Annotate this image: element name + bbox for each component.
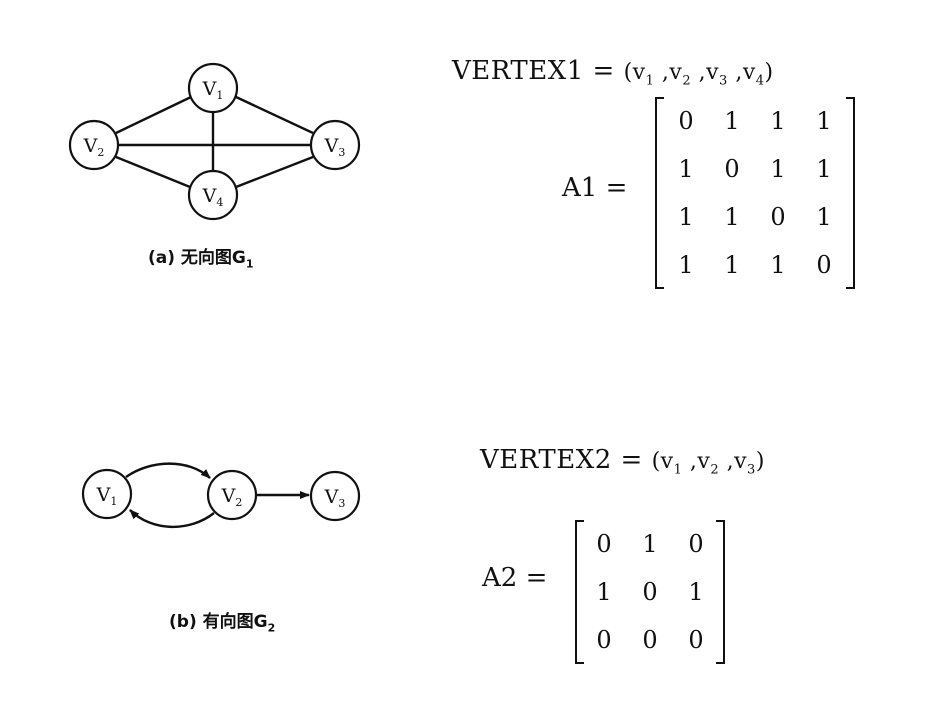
matrix1-cell: 0 bbox=[816, 251, 832, 279]
matrix1-cell: 1 bbox=[678, 251, 694, 279]
caption-g1: (a) 无向图G1 bbox=[148, 248, 254, 271]
matrix2-cell: 0 bbox=[688, 530, 704, 558]
matrix1-row: 1 0 1 1 bbox=[663, 145, 847, 193]
svg-text:V3: V3 bbox=[324, 135, 346, 159]
matrix1-cell: 1 bbox=[724, 203, 740, 231]
svg-text:V3: V3 bbox=[324, 486, 346, 510]
matrix2-cell: 0 bbox=[642, 578, 658, 606]
edge-v1-to-v2 bbox=[125, 462, 211, 479]
graph-g1-node-v3: V3 bbox=[309, 119, 361, 171]
matrix1-cell: 1 bbox=[770, 251, 786, 279]
svg-text:V1: V1 bbox=[202, 78, 224, 102]
matrix1-cell: 1 bbox=[678, 203, 694, 231]
svg-text:V1: V1 bbox=[96, 484, 118, 508]
matrix2-row: 0 0 0 bbox=[581, 616, 719, 664]
matrix2-cell: 0 bbox=[596, 626, 612, 654]
matrix1-cell: 0 bbox=[724, 155, 740, 183]
matrix2-cell: 1 bbox=[688, 578, 704, 606]
edge-v1-v3 bbox=[235, 95, 314, 135]
matrix2-cell: 0 bbox=[642, 626, 658, 654]
matrix1-row: 1 1 0 1 bbox=[663, 193, 847, 241]
svg-text:V4: V4 bbox=[202, 185, 224, 209]
vertex2-eq: = bbox=[620, 445, 643, 475]
vertex1-items: (v1 ,v2 ,v3 ,v4) bbox=[623, 60, 774, 89]
graph-g1-node-v1: V1 bbox=[187, 62, 239, 114]
graph-g1-node-v2: V2 bbox=[68, 119, 120, 171]
graph-g2-node-v3: V3 bbox=[309, 470, 361, 522]
svg-text:V2: V2 bbox=[83, 135, 105, 159]
matrix2-name: A2 = bbox=[482, 563, 548, 593]
edge-v2-to-v1 bbox=[129, 509, 215, 529]
caption-g2: (b) 有向图G2 bbox=[169, 612, 276, 635]
matrix2-cell: 1 bbox=[596, 578, 612, 606]
vertex2-name: VERTEX2 bbox=[480, 445, 612, 475]
graph-g1-edges bbox=[115, 95, 314, 189]
matrix1: 0 1 1 1 1 0 1 1 1 1 0 1 1 1 1 0 bbox=[655, 97, 855, 289]
svg-text:V2: V2 bbox=[221, 485, 243, 509]
matrix1-cell: 1 bbox=[816, 107, 832, 135]
vertex2-line: VERTEX2 = (v1 ,v2 ,v3) bbox=[480, 445, 765, 477]
matrix2-row: 0 1 0 bbox=[581, 520, 719, 568]
vertex1-name: VERTEX1 bbox=[452, 56, 584, 86]
matrix1-cell: 1 bbox=[816, 203, 832, 231]
matrix2-cell: 0 bbox=[596, 530, 612, 558]
matrix1-row: 0 1 1 1 bbox=[663, 97, 847, 145]
matrix1-cell: 1 bbox=[770, 107, 786, 135]
matrix1-cell: 1 bbox=[678, 155, 694, 183]
matrix1-cell: 1 bbox=[724, 107, 740, 135]
matrix2: 0 1 0 1 0 1 0 0 0 bbox=[575, 520, 725, 664]
edge-v2-v4 bbox=[115, 155, 191, 189]
matrix1-cell: 1 bbox=[816, 155, 832, 183]
matrix2-cell: 1 bbox=[642, 530, 658, 558]
graph-g2-node-v2: V2 bbox=[206, 469, 258, 521]
vertex2-items: (v1 ,v2 ,v3) bbox=[651, 449, 765, 478]
matrix1-cell: 1 bbox=[770, 155, 786, 183]
matrix1-cell: 0 bbox=[678, 107, 694, 135]
matrix1-cell: 1 bbox=[724, 251, 740, 279]
edge-v1-v2 bbox=[115, 95, 192, 135]
graph-g1-node-v4: V4 bbox=[187, 169, 239, 221]
matrix1-row: 1 1 1 0 bbox=[663, 241, 847, 289]
matrix2-row: 1 0 1 bbox=[581, 568, 719, 616]
graph-g2-edges bbox=[125, 462, 310, 529]
matrix2-cell: 0 bbox=[688, 626, 704, 654]
matrix1-name: A1 = bbox=[562, 173, 628, 203]
vertex1-eq: = bbox=[592, 56, 615, 86]
vertex1-line: VERTEX1 = (v1 ,v2 ,v3 ,v4) bbox=[452, 56, 774, 88]
graph-g2-node-v1: V1 bbox=[81, 468, 133, 520]
edge-v3-v4 bbox=[235, 155, 314, 189]
matrix1-cell: 0 bbox=[770, 203, 786, 231]
